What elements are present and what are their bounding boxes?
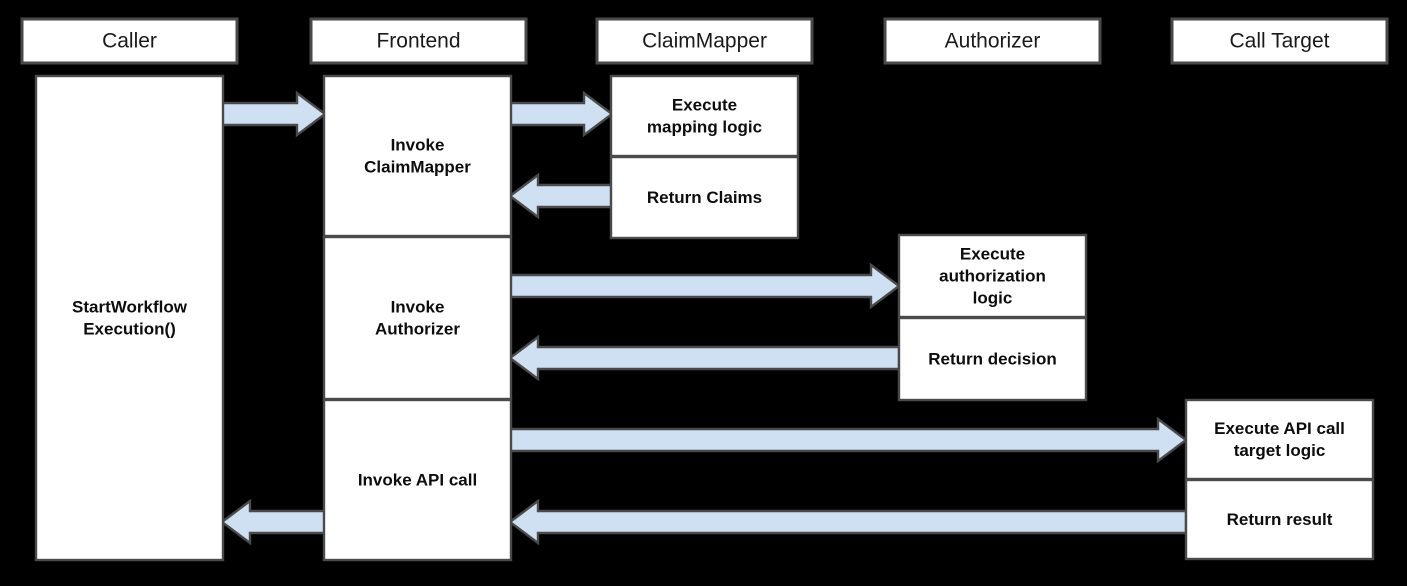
activation-label-line: Execute <box>960 244 1025 263</box>
activation-claimmapper-execute-mapping-logic[interactable]: Execute mapping logic <box>609 74 800 158</box>
activation-authorizer-execute-authorization-logic[interactable]: Execute authorization logic <box>897 233 1088 319</box>
activation-box <box>609 74 800 158</box>
activation-label-line: mapping logic <box>647 117 762 136</box>
participant-header-caller[interactable]: Caller <box>20 17 239 65</box>
participant-box <box>1170 17 1389 65</box>
activation-box <box>322 235 513 401</box>
message-arrow-calltarget-to-frontend[interactable] <box>508 498 1188 546</box>
activation-label-line: Return Claims <box>647 188 762 207</box>
activation-label-line: Execution() <box>83 319 176 338</box>
message-arrow-frontend-to-claimmapper[interactable] <box>508 90 614 138</box>
activation-label-line: logic <box>973 288 1013 307</box>
message-arrow-frontend-to-authorizer[interactable] <box>508 262 901 310</box>
activation-authorizer-return-decision[interactable]: Return decision <box>897 316 1088 402</box>
participant-header-claimmapper[interactable]: ClaimMapper <box>595 17 814 65</box>
participant-header-frontend[interactable]: Frontend <box>309 17 528 65</box>
activation-box <box>609 155 800 240</box>
activation-label-line: Execute <box>672 95 737 114</box>
activation-box <box>34 74 225 562</box>
participant-box <box>20 17 239 65</box>
activation-label-line: StartWorkflow <box>72 297 188 316</box>
activation-label-line: Return result <box>1227 510 1333 529</box>
participant-header-authorizer[interactable]: Authorizer <box>883 17 1102 65</box>
activation-label-line: Invoke <box>391 135 445 154</box>
activation-label-line: authorization <box>939 266 1046 285</box>
activation-box <box>322 398 513 562</box>
activation-box <box>897 233 1088 319</box>
message-arrow-frontend-to-calltarget[interactable] <box>508 416 1188 464</box>
participant-label: Frontend <box>376 30 460 53</box>
participant-header-calltarget[interactable]: Call Target <box>1170 17 1389 65</box>
message-arrow-claimmapper-to-frontend[interactable] <box>508 172 614 220</box>
message-arrow-frontend-to-caller[interactable] <box>220 498 327 546</box>
message-arrow-authorizer-to-frontend[interactable] <box>508 334 901 382</box>
message-arrow-caller-to-frontend[interactable] <box>220 90 327 138</box>
activations-group: StartWorkflowExecution()InvokeClaimMappe… <box>34 74 1375 562</box>
activation-claimmapper-return-claims[interactable]: Return Claims <box>609 155 800 240</box>
activation-box <box>1184 478 1375 561</box>
activation-label-line: Invoke API call <box>358 470 477 489</box>
activation-label-line: Execute API call <box>1214 419 1345 438</box>
activation-box <box>897 316 1088 402</box>
participant-box <box>595 17 814 65</box>
participant-box <box>883 17 1102 65</box>
participant-label: ClaimMapper <box>642 30 767 53</box>
activation-label-line: Authorizer <box>375 319 460 338</box>
activation-label-line: target logic <box>1234 441 1326 460</box>
activation-calltarget-return-result[interactable]: Return result <box>1184 478 1375 561</box>
messages-group <box>220 90 1188 546</box>
participants-group: Caller Frontend ClaimMapper Authorizer Call … <box>20 17 1389 65</box>
participant-box <box>309 17 528 65</box>
activation-frontend-invoke-api-call[interactable]: Invoke API call <box>322 398 513 562</box>
activation-label-line: ClaimMapper <box>364 157 471 176</box>
participant-label: Caller <box>102 30 157 53</box>
activation-box <box>322 74 513 238</box>
participant-label: Authorizer <box>945 30 1041 53</box>
activation-calltarget-execute-api-call-target-logic[interactable]: Execute API call target logic <box>1184 398 1375 481</box>
activation-label-line: Invoke <box>391 297 445 316</box>
participant-label: Call Target <box>1230 30 1330 53</box>
activation-box <box>1184 398 1375 481</box>
activation-label-line: Return decision <box>928 349 1056 368</box>
